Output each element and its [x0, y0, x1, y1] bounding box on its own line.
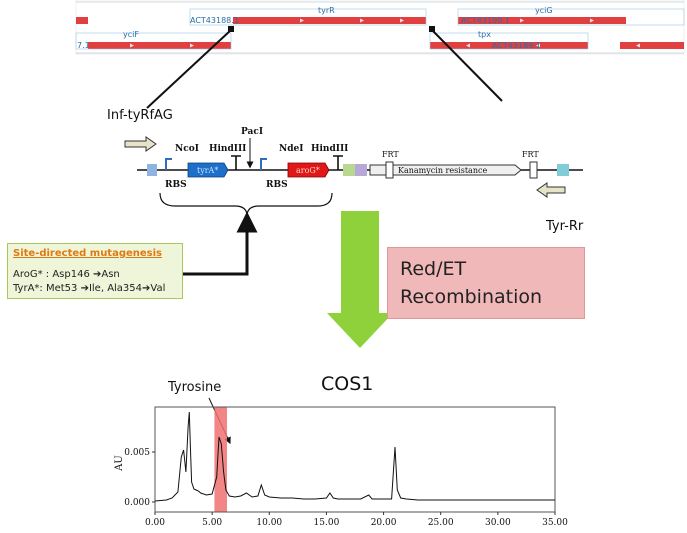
insertion-marker-left	[228, 26, 234, 32]
homology-arm-right	[557, 164, 569, 176]
gene-tyrA-label: tyrA*	[197, 166, 218, 175]
site-ncoi: NcoI	[175, 144, 199, 154]
x-tick-label: 30.00	[485, 518, 511, 528]
y-tick-label: 0.000	[124, 498, 150, 508]
rbs-2-label: RBS	[266, 180, 288, 190]
x-tick-label: 0.00	[145, 518, 165, 528]
chart-title: COS1	[321, 373, 373, 395]
kanamycin-gene	[369, 164, 522, 176]
primer-fwd-label: Inf-tyRfAG	[107, 108, 173, 123]
insertion-marker-right	[429, 26, 435, 32]
mutagenesis-title: Site-directed mutagenesis	[13, 248, 163, 259]
site-ndei: NdeI	[279, 144, 303, 154]
mutagenesis-arrow	[183, 211, 258, 276]
recombination-line2: Recombination	[400, 286, 543, 308]
gene-label-tpx: tpx	[478, 30, 491, 39]
y-axis-label: AU	[114, 455, 125, 472]
x-tick-label: 25.00	[428, 518, 454, 528]
gene-bar-yciF	[88, 42, 231, 49]
x-tick-label: 15.00	[314, 518, 340, 528]
gene-aroG	[287, 162, 330, 178]
gene-bar-yciG	[458, 17, 626, 24]
terminator-2-icon	[333, 155, 343, 170]
gene-label-act7: 7.1	[77, 41, 90, 50]
gene-label-yciF: yciF	[123, 30, 139, 39]
tyrosine-label: Tyrosine	[167, 380, 221, 395]
gene-label-act188: ACT43188.1	[190, 16, 239, 25]
mutagenesis-box: Site-directed mutagenesis AroG* : Asp146…	[7, 243, 183, 299]
gene-label-yciG: yciG	[535, 6, 553, 15]
gene-label-tyrR: tyrR	[318, 6, 335, 15]
gene-aroG-label: aroG*	[296, 166, 320, 175]
x-tick-label: 35.00	[542, 518, 568, 528]
primer-rev-arrow-icon	[536, 182, 566, 198]
x-tick-label: 5.00	[202, 518, 222, 528]
frt-1-label: FRT	[382, 150, 399, 159]
promoter-1-icon	[165, 158, 172, 170]
frt-2-box	[529, 161, 538, 179]
recombination-line1: Red/ET	[400, 258, 467, 280]
recombination-box: Red/ET Recombination	[387, 247, 585, 319]
kanamycin-label: Kanamycin resistance	[398, 166, 487, 175]
x-tick-label: 20.00	[371, 518, 397, 528]
gene-bar-left-row1	[76, 17, 88, 24]
primer-rev-label: Tyr-Rr	[545, 219, 584, 234]
plot-frame	[154, 406, 556, 513]
promoter-2-icon	[260, 158, 267, 170]
tyrosine-highlight	[214, 407, 227, 512]
cassette-brace	[159, 192, 333, 217]
gene-tyrA	[187, 162, 229, 178]
genome-browser: tyrR ACT43188.1 yciG ACT43190.1 yciF 7.1…	[75, 0, 685, 55]
site-hindiii-1: HindIII	[209, 144, 246, 154]
site-hindiii-2: HindIII	[311, 144, 348, 154]
x-tick-label: 10.00	[256, 518, 282, 528]
chromatogram: COS1 Tyrosine 0.00 5.00 10.00 15.00 20.00 25.…	[114, 373, 568, 528]
site-paci: PacI	[241, 127, 263, 137]
construct-map: Inf-tyRfAG tyrA* aroG* NcoI HindIII PacI…	[107, 108, 584, 276]
gene-bar-tpx	[430, 42, 588, 49]
mutation-tyra: TyrA*: Met53 ➔Ile, Ala354➔Val	[13, 283, 166, 294]
chromatogram-plot: 0.00 5.00 10.00 15.00 20.00 25.00 30.00 35.00 0.…	[124, 406, 568, 528]
gene-bar-tyrR	[233, 17, 426, 24]
primer-fwd-arrow-icon	[124, 136, 157, 152]
gene-label-act189: ACT43189.1	[492, 41, 541, 50]
chromatogram-trace	[154, 411, 555, 502]
rbs-1-label: RBS	[165, 180, 187, 190]
frt-2-label: FRT	[522, 150, 539, 159]
spacer-block-green	[343, 164, 355, 176]
homology-line-left	[146, 29, 232, 109]
gene-bar-right-row2	[620, 42, 684, 49]
recombination-arrow-icon	[327, 211, 393, 348]
homology-arm-left	[147, 164, 157, 176]
gene-label-act190: ACT43190.1	[461, 16, 510, 25]
spacer-block-purple	[355, 164, 367, 176]
mutation-arog: AroG* : Asp146 ➔Asn	[13, 269, 120, 280]
y-tick-label: 0.005	[124, 448, 150, 458]
homology-line-right	[431, 29, 503, 102]
terminator-1-icon	[231, 155, 241, 170]
